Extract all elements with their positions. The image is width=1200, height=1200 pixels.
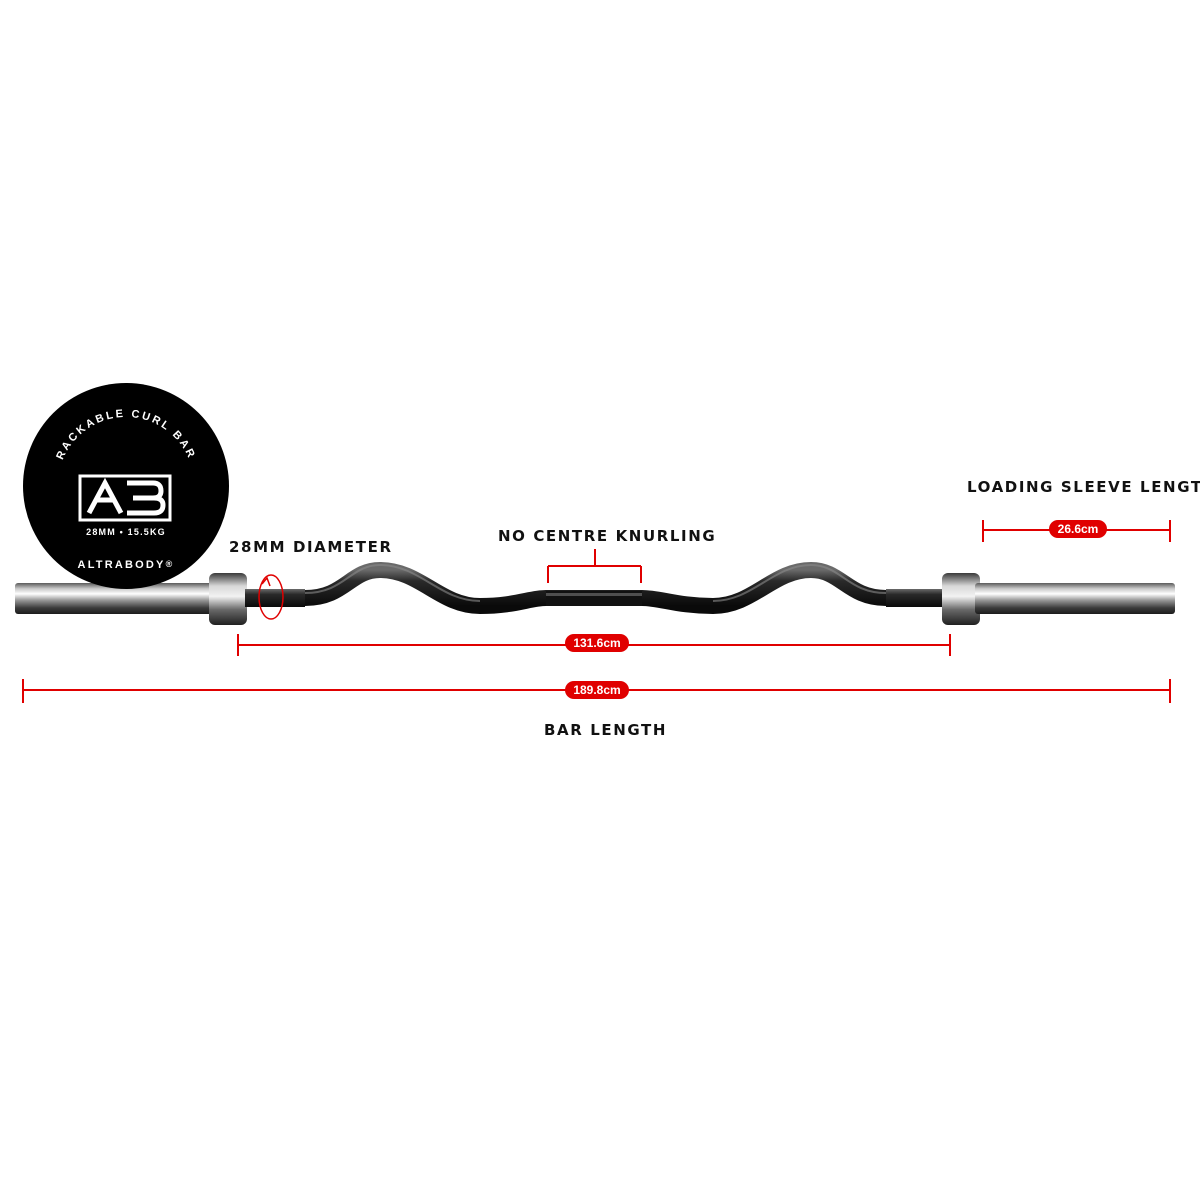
right-sleeve xyxy=(975,583,1175,614)
registered-mark: ® xyxy=(165,559,175,569)
inner-measurement: 131.6cm xyxy=(565,634,629,652)
bar-length-label: BAR LENGTH xyxy=(544,721,668,739)
badge-spec: 28MM • 15.5KG xyxy=(86,527,166,537)
left-collar xyxy=(209,573,247,625)
centre-bracket xyxy=(547,549,642,583)
brand-logo-icon xyxy=(78,474,172,522)
badge-arc-title: RACKABLE CURL BAR xyxy=(54,408,195,462)
sleeve-length-label: LOADING SLEEVE LENGTH xyxy=(967,478,1200,496)
badge-brand-line: ALTRABODY® xyxy=(23,559,229,571)
total-measurement: 189.8cm xyxy=(565,681,629,699)
diameter-indicator-icon xyxy=(258,574,284,620)
bar-shaft-highlight xyxy=(304,563,887,602)
svg-text:RACKABLE CURL BAR: RACKABLE CURL BAR xyxy=(54,408,197,462)
centre-knurling-label: NO CENTRE KNURLING xyxy=(498,527,717,545)
badge-arc: RACKABLE CURL BAR xyxy=(54,408,197,522)
product-badge: RACKABLE CURL BAR 28MM • 15.5KG ALTRABOD… xyxy=(23,383,229,589)
diameter-label: 28MM DIAMETER xyxy=(229,538,393,556)
right-collar xyxy=(942,573,980,625)
sleeve-measurement: 26.6cm xyxy=(1049,520,1107,538)
badge-brand: ALTRABODY xyxy=(77,559,166,571)
left-sleeve xyxy=(15,583,215,614)
